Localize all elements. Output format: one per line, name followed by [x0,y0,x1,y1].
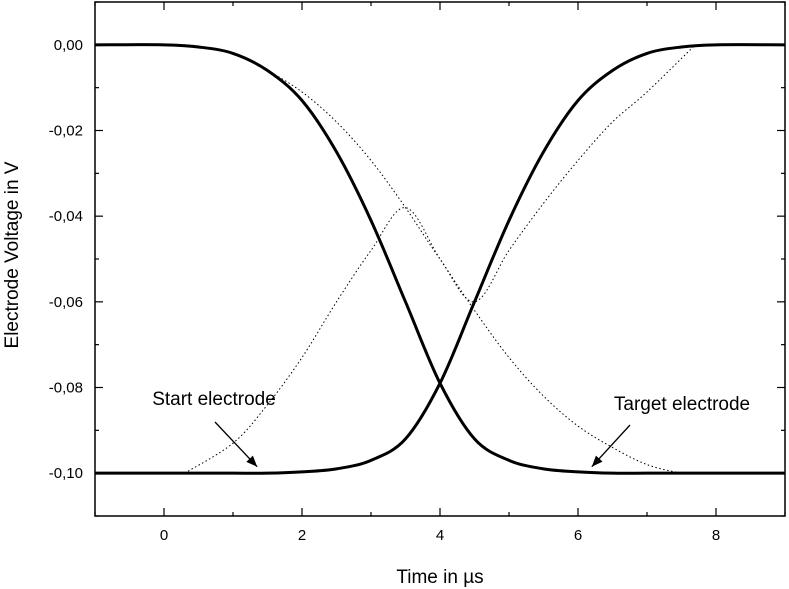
tick-labels: 0 2 4 6 8 0,00 -0,02 -0,04 -0,06 -0,08 -0,10 [49,37,720,544]
dotted-series-line-3 [184,207,696,475]
y-tick-label: -0,08 [49,380,83,397]
annotation-arrow-head [591,455,603,467]
solid-series-line-2 [95,43,786,475]
y-tick-label: -0,02 [49,123,83,140]
axis-ticks [94,1,786,517]
y-tick-label: -0,04 [49,208,83,225]
x-axis-title: Time in µs [396,567,483,588]
x-tick-label: 4 [436,527,444,544]
y-tick-label: 0,00 [54,37,83,54]
plot-frame [94,1,786,517]
x-tick-label: 8 [712,527,720,544]
annotation-arrow-head [246,455,258,467]
y-tick-label: -0,10 [49,465,83,482]
annotations: Start electrode Target electrode [152,389,750,468]
start-electrode-label: Start electrode [152,389,276,410]
x-tick-label: 2 [298,527,306,544]
x-tick-label: 0 [160,527,168,544]
y-axis-title: Electrode Voltage in V [2,161,23,348]
x-tick-label: 6 [574,527,582,544]
y-tick-label: -0,06 [49,294,83,311]
target-electrode-label: Target electrode [614,394,750,415]
dotted-series-line-4 [184,44,696,303]
series-layer [94,43,786,475]
